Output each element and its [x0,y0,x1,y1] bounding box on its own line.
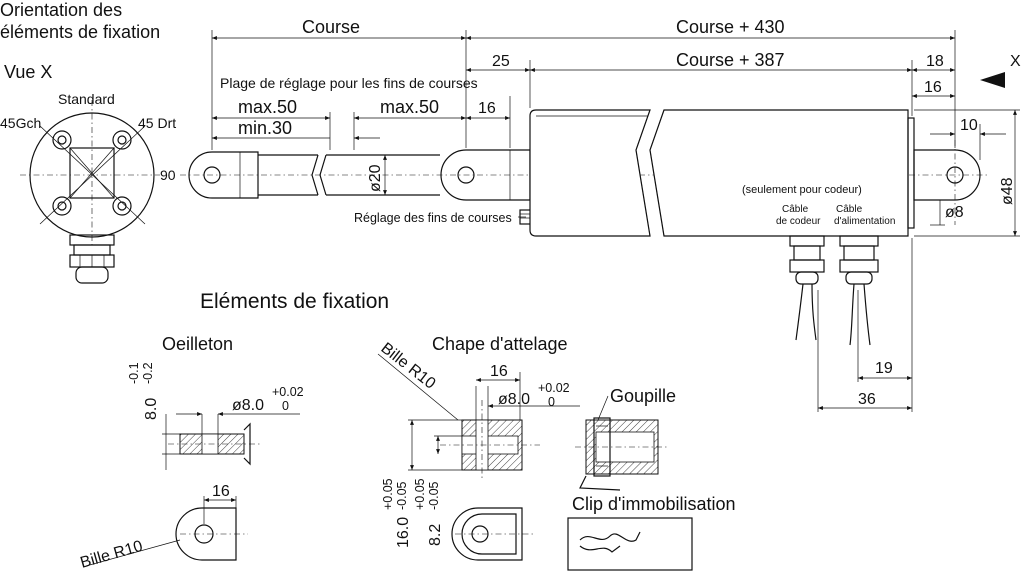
dim-36: 36 [858,391,876,408]
dim-16-right: 16 [924,79,942,96]
dim-25: 25 [492,53,510,70]
course-430-dim: Course + 430 [676,17,785,37]
clip-drawing: Clip d'immobilisation [567,494,736,571]
oeilleton-label: Oeilleton [162,334,233,354]
dim-10: 10 [960,117,978,134]
actuator-side-view [180,109,990,346]
chape-h1-tol-up: +0.05 [381,478,395,510]
x-marker: X [1010,53,1021,70]
oeil-dim-main: ø8.0 [232,397,264,414]
cable-alim-1: Câble [836,204,863,215]
oeil-height-tol-1: -0.1 [127,362,141,384]
ninety-label: 90 [160,167,176,183]
oeil-tol-low: 0 [282,399,289,413]
oeil-height-tol-2: -0.2 [141,362,155,384]
oeilleton-drawing: Oeilleton ø8.0 +0.02 0 8.0 -0.1 -0.2 16 … [78,334,303,572]
vue-x-label: Vue X [4,62,52,82]
oeil-16: 16 [212,483,230,500]
max50-left: max.50 [238,97,297,117]
dim-20: ø20 [367,164,384,192]
chape-h1: 16.0 [395,517,412,548]
cable-codeur-2: de codeur [776,216,821,227]
seulement-label: (seulement pour codeur) [742,184,862,196]
dimension-lines [211,30,1020,412]
end-view: Standard 45Gch 45 Drt 90 [0,91,176,284]
dim-48: ø48 [999,177,1016,205]
chape-drawing: Chape d'attelage Bille R10 16 ø8.0 +0.02… [378,334,580,561]
chape-h2-tol-up: +0.05 [413,478,427,510]
chape-tol-low: 0 [548,395,555,409]
bille-label-2: Bille R10 [378,340,439,393]
max50-right: max.50 [380,97,439,117]
chape-16: 16 [490,363,508,380]
chape-h1-tol-low: -0.05 [395,481,409,510]
plage-label: Plage de réglage pour les fins de course… [220,75,478,91]
min30: min.30 [238,118,292,138]
orientation-title-line2: éléments de fixation [0,22,160,42]
chape-h2-tol-low: -0.05 [427,481,441,510]
dim-18: 18 [926,53,944,70]
goupille-label: Goupille [610,386,676,406]
bille-label-1: Bille R10 [78,538,144,572]
orientation-title-line1: Orientation des [0,0,122,20]
elements-title: Eléments de fixation [200,290,389,313]
course-dim: Course [302,17,360,37]
oeil-height: 8.0 [143,398,160,420]
standard-label: Standard [58,91,115,107]
clip-label: Clip d'immobilisation [572,494,736,514]
reglage-label: Réglage des fins de courses [354,211,512,225]
chape-tol-up: +0.02 [538,381,570,395]
cable-alim-2: d'alimentation [834,216,895,227]
left-45-label: 45Gch [0,115,41,131]
dim-8: ø8 [945,204,964,221]
right-45-label: 45 Drt [138,115,176,131]
chape-dim-main: ø8.0 [498,391,530,408]
dim-16-mid: 16 [478,100,496,117]
course-387-dim: Course + 387 [676,50,785,70]
cable-codeur-1: Câble [782,204,809,215]
dim-19: 19 [875,360,893,377]
chape-h2: 8.2 [427,524,444,546]
goupille-drawing: Goupille [575,386,676,491]
chape-label: Chape d'attelage [432,334,568,354]
oeil-tol-up: +0.02 [272,385,304,399]
